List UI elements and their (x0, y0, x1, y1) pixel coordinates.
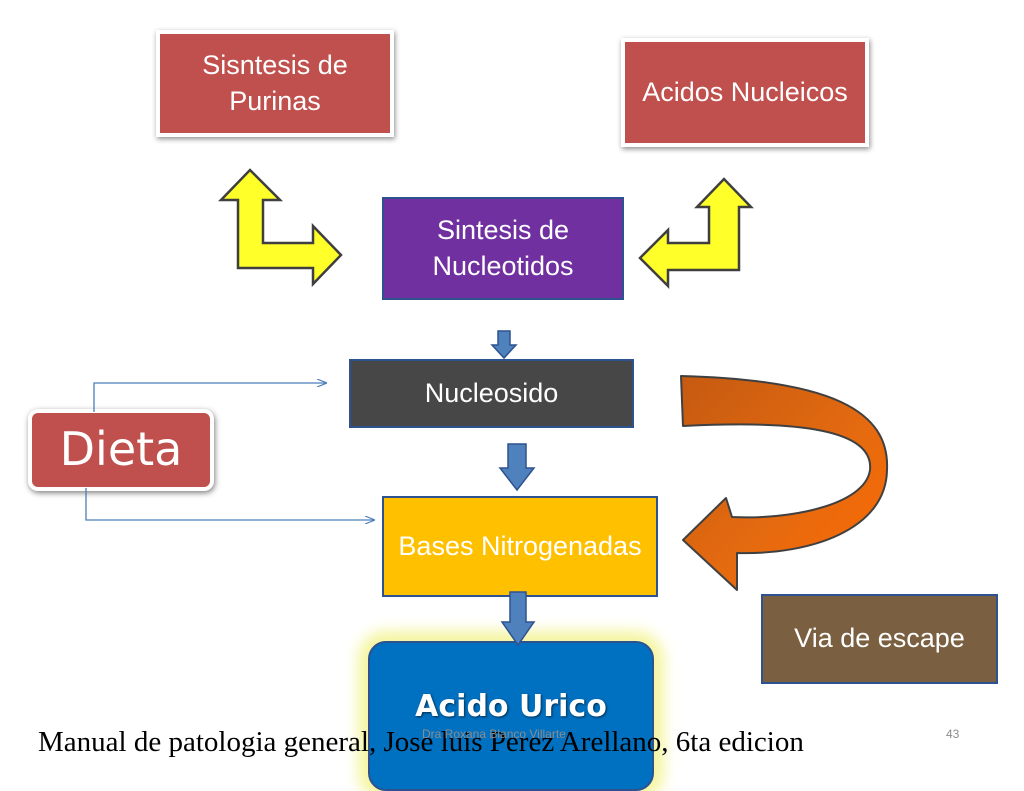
diagram-arrows (85, 168, 889, 647)
connector-dieta-nucleosido (93, 383, 326, 412)
down-arrow-3 (500, 591, 536, 647)
page-number: 43 (946, 727, 960, 741)
node-nucleosido: Nucleosido (349, 359, 634, 428)
node-sintesis-purinas: Sisntesis de Purinas (156, 30, 394, 137)
author-footer: Dra Roxana Blanco Villarte (422, 727, 566, 741)
node-acidos-nucleicos: Acidos Nucleicos (621, 38, 869, 147)
node-via-escape: Via de escape (761, 594, 998, 684)
down-arrow-2 (498, 443, 536, 492)
node-sintesis-nucleotidos: Sintesis de Nucleotidos (382, 197, 624, 300)
source-citation: Manual de patologia general, Jose luis P… (38, 726, 804, 758)
node-acido-urico: Acido Urico (368, 641, 654, 791)
down-arrow-1 (490, 330, 518, 360)
bent-arrow-left (218, 168, 343, 288)
connector-dieta-bases (85, 488, 374, 520)
bent-arrow-right (638, 177, 754, 290)
node-dieta: Dieta (28, 409, 214, 491)
node-bases-nitrogenadas: Bases Nitrogenadas (382, 496, 658, 597)
curved-arrow-escape (680, 375, 889, 591)
